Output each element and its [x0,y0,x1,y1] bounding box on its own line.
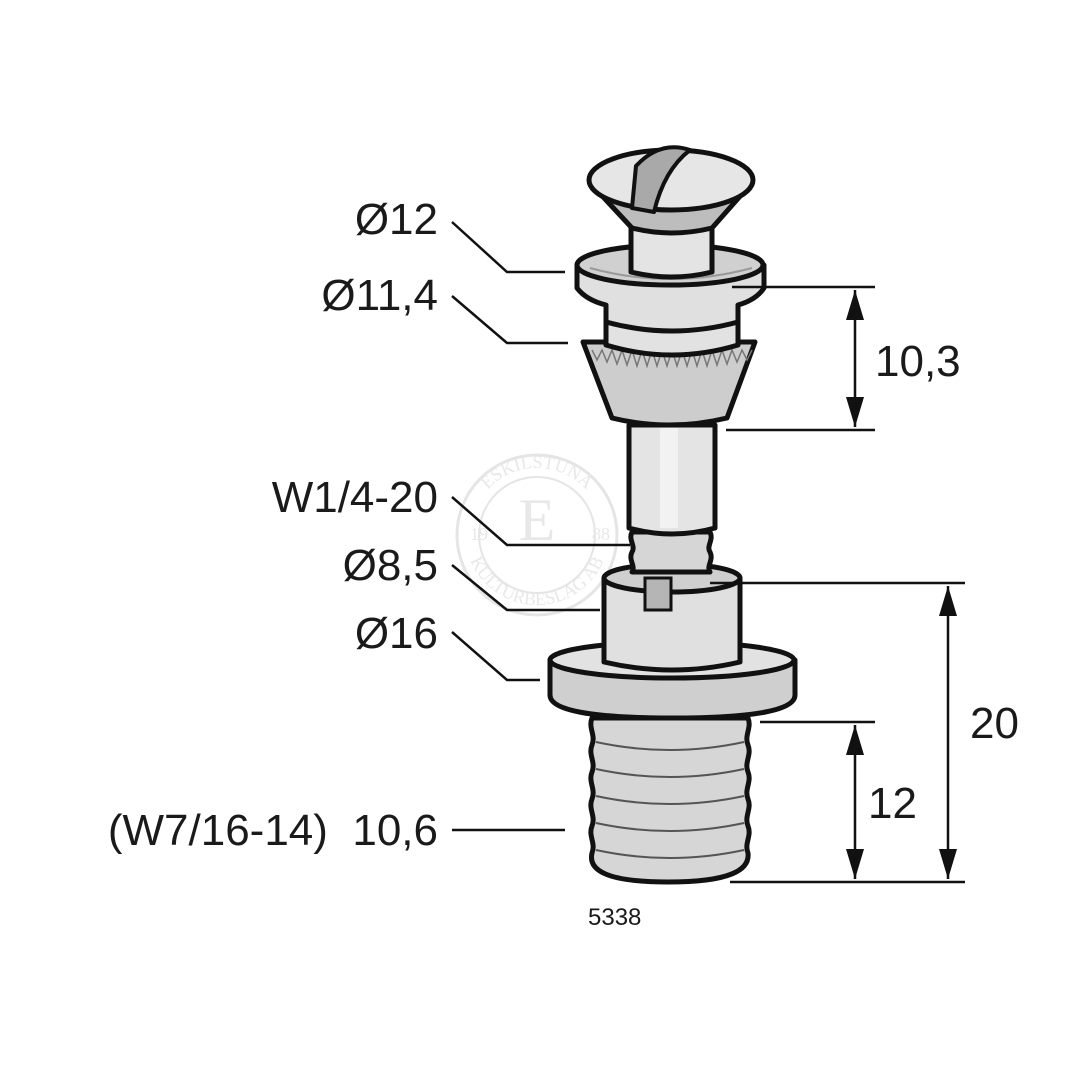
label-diameter-12: Ø12 [355,195,438,244]
part-number: 5338 [588,904,641,931]
screw-head [586,145,756,280]
dim-total-lower-height: 20 [970,699,1019,748]
watermark-year-left: 19 [470,524,488,544]
label-thread-large: (W7/16-14) 10,6 [108,806,438,855]
dim-thread-length: 12 [868,779,917,828]
leader-lines [451,221,630,832]
watermark-year-right: 88 [592,524,610,544]
knurled-nut [580,317,758,428]
small-thread [628,529,714,575]
watermark-bottom-text: KULTURBESLAG AB [467,553,608,609]
watermark-logo: E 19 88 ESKILSTUNA KULTURBESLAG AB [455,452,619,617]
dimension-lines [710,285,965,884]
shaft [626,422,718,537]
svg-text:KULTURBESLAG AB: KULTURBESLAG AB [467,553,608,609]
label-diameter-8-5: Ø8,5 [343,541,438,590]
label-diameter-16: Ø16 [355,609,438,658]
dim-upper-height: 10,3 [875,337,961,386]
large-thread [588,715,752,885]
label-diameter-11-4: Ø11,4 [321,271,438,320]
watermark-letter: E [519,487,556,553]
label-thread-small: W1/4-20 [272,473,438,522]
sleeve [601,561,743,673]
